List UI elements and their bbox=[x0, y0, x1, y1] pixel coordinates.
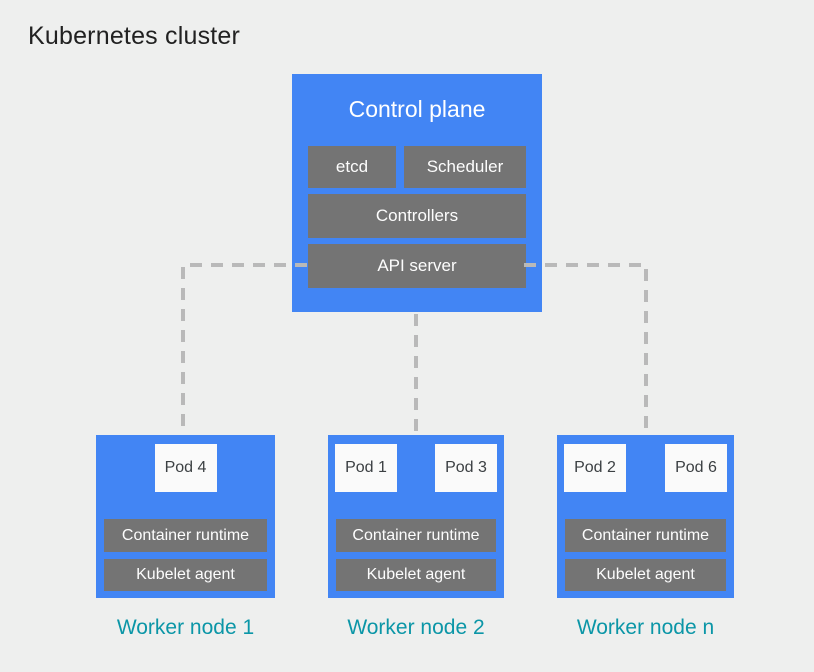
container-runtime-row: Container runtime bbox=[104, 519, 267, 552]
kubelet-agent-row: Kubelet agent bbox=[565, 559, 726, 591]
worker-node-1-label: Worker node 1 bbox=[116, 616, 255, 639]
container-runtime-row: Container runtime bbox=[565, 519, 726, 552]
pod: Pod 3 bbox=[435, 444, 497, 492]
worker-node-n-label: Worker node n bbox=[576, 616, 715, 639]
worker-node-1-box: Pod 4 Container runtime Kubelet agent bbox=[96, 435, 275, 598]
component-controllers: Controllers bbox=[308, 194, 526, 238]
control-plane-components: etcd Scheduler Controllers API server bbox=[308, 146, 526, 288]
worker-node-2-label: Worker node 2 bbox=[347, 616, 485, 639]
worker-node-n-box: Pod 2 Pod 6 Container runtime Kubelet ag… bbox=[557, 435, 734, 598]
component-scheduler: Scheduler bbox=[404, 146, 526, 188]
control-plane-box: Control plane etcd Scheduler Controllers… bbox=[292, 74, 542, 312]
pod: Pod 2 bbox=[564, 444, 626, 492]
component-etcd: etcd bbox=[308, 146, 396, 188]
pod: Pod 6 bbox=[665, 444, 727, 492]
control-plane-title: Control plane bbox=[348, 96, 486, 122]
kubelet-agent-row: Kubelet agent bbox=[336, 559, 496, 591]
kubelet-agent-row: Kubelet agent bbox=[104, 559, 267, 591]
component-api-server: API server bbox=[308, 244, 526, 288]
worker-node-n-pods: Pod 2 Pod 6 bbox=[557, 435, 734, 492]
diagram-title: Kubernetes cluster bbox=[28, 22, 241, 50]
worker-node-2-pods: Pod 1 Pod 3 bbox=[328, 435, 504, 492]
pod: Pod 1 bbox=[335, 444, 397, 492]
container-runtime-row: Container runtime bbox=[336, 519, 496, 552]
worker-node-1-pods: Pod 4 bbox=[96, 435, 275, 492]
worker-node-2-box: Pod 1 Pod 3 Container runtime Kubelet ag… bbox=[328, 435, 504, 598]
pod: Pod 4 bbox=[154, 444, 217, 492]
